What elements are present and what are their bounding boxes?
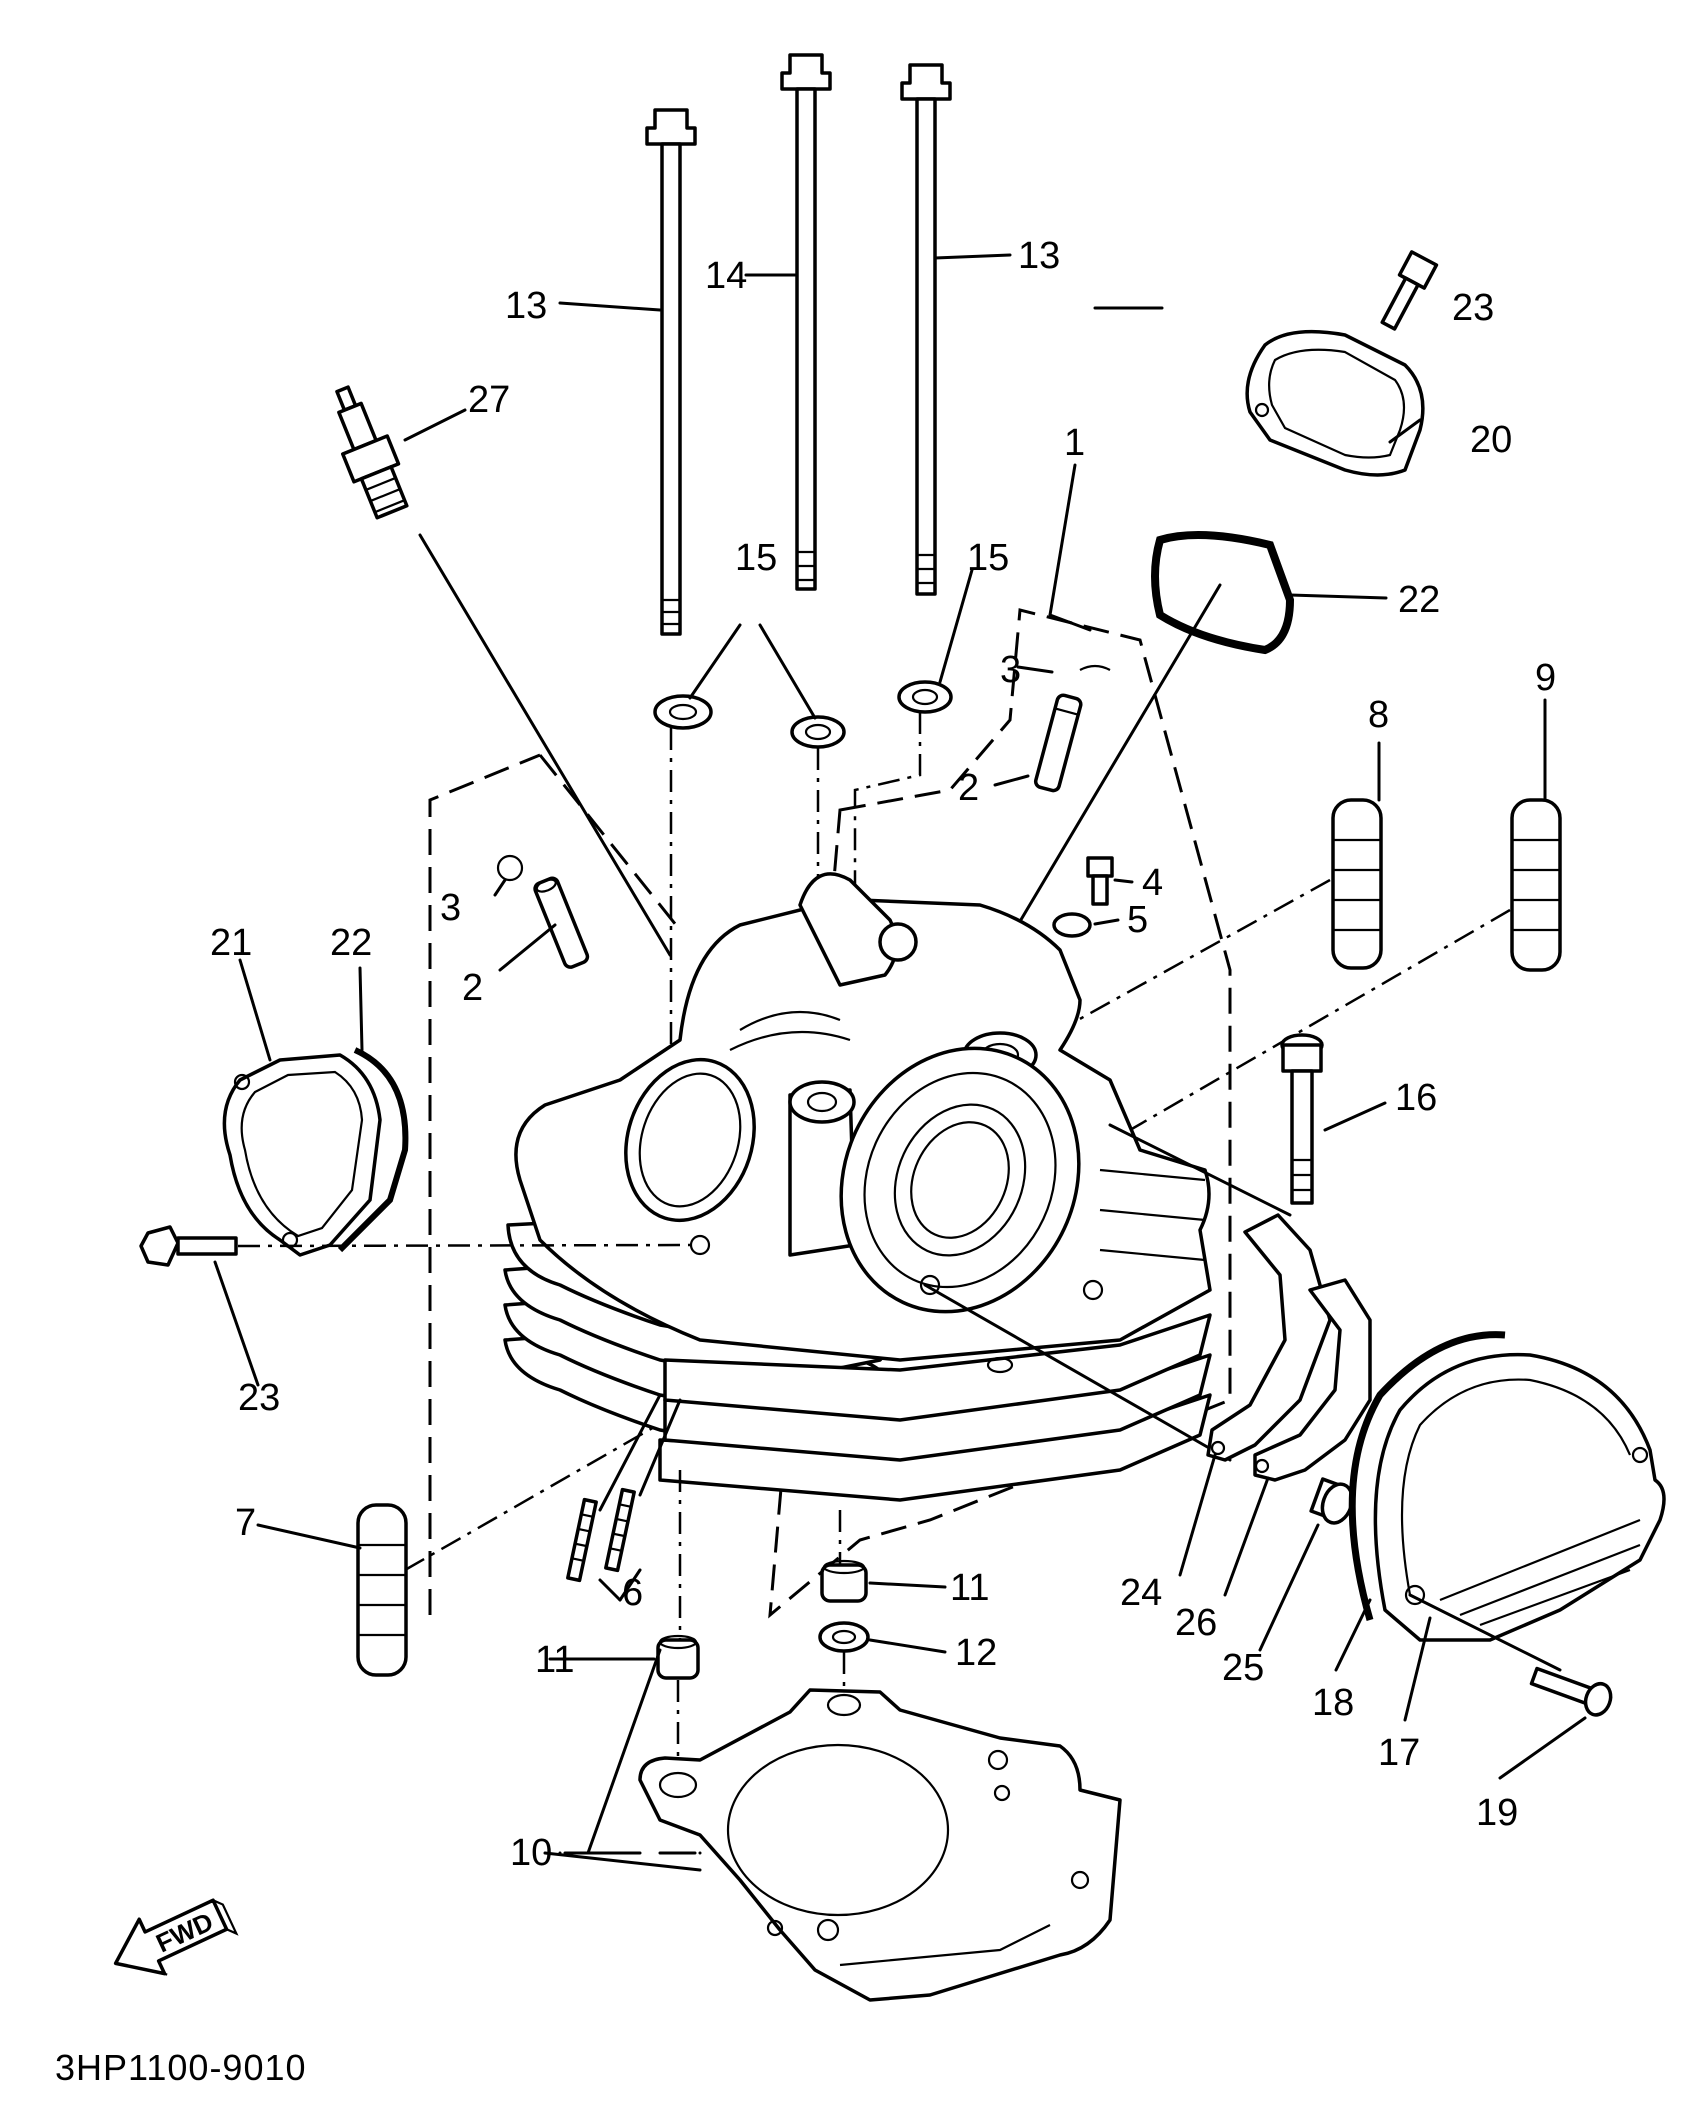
dowel-11a — [656, 1634, 700, 1680]
callout-2-right: 2 — [958, 767, 979, 809]
bolt-23-upper — [1380, 250, 1439, 331]
valve-cover-upper — [1245, 329, 1425, 477]
callout-5: 5 — [1127, 899, 1148, 941]
washer-15a — [653, 694, 713, 730]
gasket-plate-26 — [1253, 1278, 1372, 1482]
callout-18: 18 — [1312, 1682, 1354, 1724]
cam-cover-right — [1373, 1352, 1666, 1642]
callout-2-left: 2 — [462, 967, 483, 1009]
clip-3-left — [496, 854, 524, 882]
dowel-pin-9 — [1510, 798, 1562, 972]
head-bolt-right — [900, 63, 952, 596]
callout-12: 12 — [955, 1632, 997, 1674]
bolt-25 — [1309, 1477, 1354, 1525]
callout-10: 10 — [510, 1832, 552, 1874]
callout-22-left: 22 — [330, 922, 372, 964]
callout-23-upper: 23 — [1452, 287, 1494, 329]
dowel-11b — [820, 1559, 868, 1603]
head-bolt-left — [645, 108, 697, 636]
callout-20: 20 — [1470, 419, 1512, 461]
washer-15b — [790, 715, 846, 749]
washer-15c — [897, 680, 953, 714]
callout-15-right: 15 — [967, 537, 1009, 579]
bolt-19 — [1529, 1666, 1613, 1717]
part-code: 3HP1100-9010 — [55, 2047, 307, 2088]
callout-13-left: 13 — [505, 285, 547, 327]
callout-6: 6 — [622, 1572, 643, 1614]
gasket-22-upper — [1151, 531, 1295, 655]
callout-1: 1 — [1064, 422, 1085, 464]
base-gasket — [638, 1688, 1122, 2002]
cylinder-head — [503, 872, 1212, 1502]
side-cover-left — [222, 1053, 382, 1257]
bolt-16 — [1280, 1033, 1324, 1205]
washer-12 — [818, 1621, 870, 1653]
callout-21: 21 — [210, 922, 252, 964]
valve-guide-right — [1033, 693, 1083, 793]
callout-26: 26 — [1175, 1602, 1217, 1644]
head-bolt-center — [780, 53, 832, 591]
assembly-boundary — [428, 608, 1232, 1619]
callout-17: 17 — [1378, 1732, 1420, 1774]
callout-19: 19 — [1476, 1792, 1518, 1834]
clip-3-right — [1079, 664, 1111, 671]
callout-4: 4 — [1142, 862, 1163, 904]
callout-22-upper: 22 — [1398, 579, 1440, 621]
callout-23-left: 23 — [238, 1377, 280, 1419]
callout-3-left: 3 — [440, 887, 461, 929]
callout-16: 16 — [1395, 1077, 1437, 1119]
o-ring-18 — [1348, 1331, 1506, 1621]
callout-15-left: 15 — [735, 537, 777, 579]
callout-14: 14 — [705, 255, 747, 297]
callout-13-right: 13 — [1018, 235, 1060, 277]
callout-11-lower: 11 — [535, 1639, 574, 1681]
callout-9: 9 — [1535, 657, 1556, 699]
callout-24: 24 — [1120, 1572, 1162, 1614]
callout-8: 8 — [1368, 694, 1389, 736]
callout-3-right: 3 — [1000, 649, 1021, 691]
callout-7: 7 — [235, 1502, 256, 1544]
fwd-arrow-icon: FWD — [113, 1898, 239, 1976]
gasket-22-left — [337, 1047, 409, 1253]
spark-plug — [335, 385, 409, 520]
gasket-plate-24 — [1206, 1213, 1332, 1462]
dowel-pin-8 — [1331, 798, 1383, 970]
washer-5 — [1052, 912, 1092, 938]
valve-guide-left — [533, 876, 590, 969]
bolt-4 — [1086, 856, 1114, 906]
bolt-23-left — [139, 1225, 238, 1267]
callout-25: 25 — [1222, 1647, 1264, 1689]
callout-11-upper: 11 — [950, 1567, 989, 1609]
stud-6b — [604, 1487, 636, 1573]
dowel-pin-7 — [356, 1503, 408, 1677]
callout-27: 27 — [468, 379, 510, 421]
stud-6a — [566, 1497, 598, 1583]
